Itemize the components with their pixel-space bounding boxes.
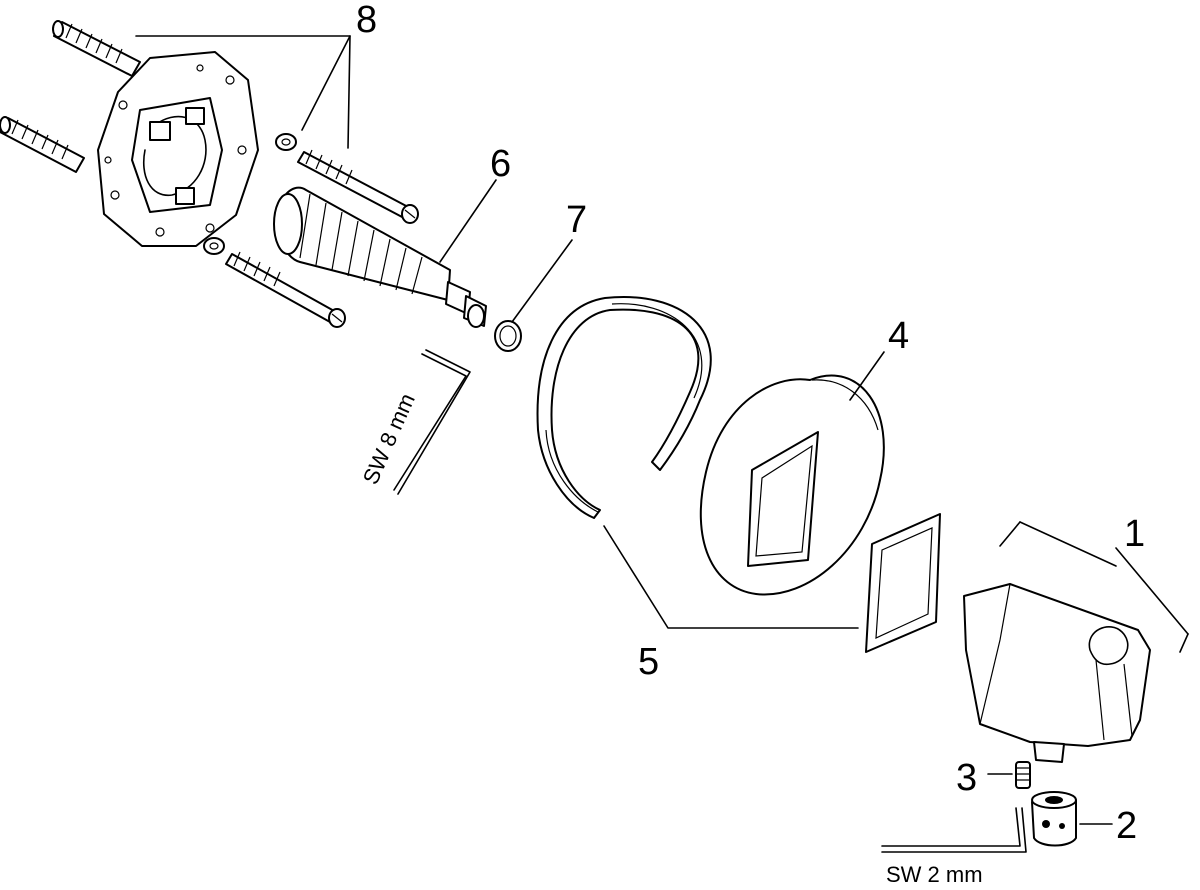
cover-plate	[699, 374, 885, 596]
callout-3: 3	[956, 757, 977, 799]
wall-anchor-top	[52, 20, 141, 77]
sealing-strip	[536, 296, 712, 519]
callout-4: 4	[888, 315, 909, 357]
hex-key-large	[393, 349, 471, 495]
callout-5: 5	[638, 641, 659, 683]
connector-nut	[1031, 791, 1077, 847]
washer-bottom	[203, 237, 225, 255]
o-ring	[494, 320, 522, 352]
callout-6: 6	[490, 143, 511, 185]
hex-key-small-label: SW 2 mm	[886, 862, 983, 887]
wall-anchor-bottom	[0, 116, 85, 173]
callout-7: 7	[566, 199, 587, 241]
grub-screw	[1015, 761, 1031, 789]
screw-bottom	[225, 251, 346, 328]
callout-8: 8	[356, 0, 377, 41]
wall-outlet-holder	[963, 583, 1151, 763]
washer-top	[275, 133, 297, 151]
hex-key-small	[881, 807, 1027, 853]
callout-1: 1	[1124, 513, 1145, 555]
screw-top	[297, 149, 419, 224]
leader-lines	[135, 35, 1189, 825]
extension-sleeve	[273, 186, 487, 328]
callout-2: 2	[1116, 805, 1137, 847]
square-gasket	[865, 513, 941, 653]
mounting-bracket	[97, 51, 259, 247]
